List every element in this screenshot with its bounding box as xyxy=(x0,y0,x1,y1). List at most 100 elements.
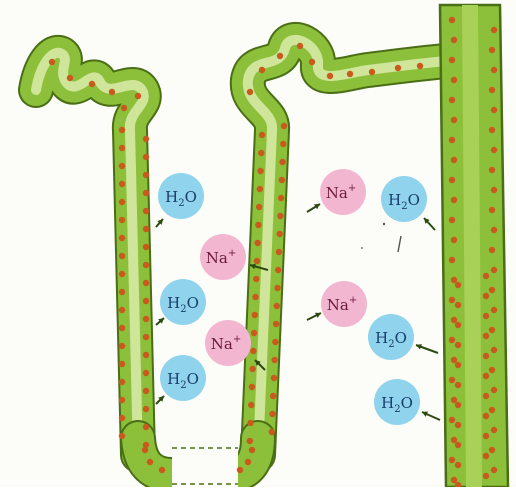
cell-nucleus-dot xyxy=(451,397,457,403)
cell-nucleus-dot xyxy=(369,69,375,75)
cell-nucleus-dot xyxy=(483,453,489,459)
cell-nucleus-dot xyxy=(143,226,149,232)
water-molecule: H2O xyxy=(160,279,206,325)
cell-nucleus-dot xyxy=(143,334,149,340)
cell-nucleus-dot xyxy=(451,77,457,83)
cell-nucleus-dot xyxy=(119,217,125,223)
cell-nucleus-dot xyxy=(119,361,125,367)
cell-nucleus-dot xyxy=(143,298,149,304)
cell-nucleus-dot xyxy=(451,157,457,163)
cell-nucleus-dot xyxy=(259,67,265,73)
cell-nucleus-dot xyxy=(449,97,455,103)
cell-nucleus-dot xyxy=(491,27,497,33)
cell-nucleus-dot xyxy=(143,388,149,394)
water-molecule: H2O xyxy=(160,355,206,401)
cell-nucleus-dot xyxy=(491,387,497,393)
cell-nucleus-dot xyxy=(159,467,165,473)
cell-nucleus-dot xyxy=(489,127,495,133)
cell-nucleus-dot xyxy=(247,420,253,426)
cell-nucleus-dot xyxy=(254,240,260,246)
cell-nucleus-dot xyxy=(491,147,497,153)
cell-nucleus-dot xyxy=(279,159,285,165)
cell-nucleus-dot xyxy=(147,459,153,465)
cell-nucleus-dot xyxy=(455,342,461,348)
cell-nucleus-dot xyxy=(143,262,149,268)
cell-nucleus-dot xyxy=(272,339,278,345)
cell-nucleus-dot xyxy=(483,333,489,339)
cell-nucleus-dot xyxy=(119,433,125,439)
cell-nucleus-dot xyxy=(143,244,149,250)
cell-nucleus-dot xyxy=(281,123,287,129)
cell-nucleus-dot xyxy=(271,357,277,363)
cell-nucleus-dot xyxy=(119,199,125,205)
cell-nucleus-dot xyxy=(449,417,455,423)
cell-nucleus-dot xyxy=(455,322,461,328)
cell-nucleus-dot xyxy=(257,186,263,192)
cell-nucleus-dot xyxy=(451,117,457,123)
cell-nucleus-dot xyxy=(483,393,489,399)
cell-nucleus-dot xyxy=(449,377,455,383)
cell-nucleus-dot xyxy=(251,330,257,336)
cell-nucleus-dot xyxy=(67,75,73,81)
cell-nucleus-dot xyxy=(249,366,255,372)
cell-nucleus-dot xyxy=(451,437,457,443)
cell-nucleus-dot xyxy=(276,249,282,255)
cell-nucleus-dot xyxy=(143,190,149,196)
cell-nucleus-dot xyxy=(250,348,256,354)
cell-nucleus-dot xyxy=(449,297,455,303)
cell-nucleus-dot xyxy=(275,267,281,273)
cell-nucleus-dot xyxy=(256,204,262,210)
cell-nucleus-dot xyxy=(119,145,125,151)
cell-nucleus-dot xyxy=(489,407,495,413)
cell-nucleus-dot xyxy=(274,303,280,309)
cell-nucleus-dot xyxy=(309,59,315,65)
cell-nucleus-dot xyxy=(491,227,497,233)
cell-nucleus-dot xyxy=(451,197,457,203)
cell-nucleus-dot xyxy=(417,63,423,69)
cell-nucleus-dot xyxy=(119,181,125,187)
cell-nucleus-dot xyxy=(252,312,258,318)
cell-nucleus-dot xyxy=(280,141,286,147)
cell-nucleus-dot xyxy=(247,438,253,444)
cell-nucleus-dot xyxy=(143,316,149,322)
cell-nucleus-dot xyxy=(489,207,495,213)
cell-nucleus-dot xyxy=(271,375,277,381)
cell-nucleus-dot xyxy=(279,177,285,183)
cell-nucleus-dot xyxy=(119,379,125,385)
cell-nucleus-dot xyxy=(449,57,455,63)
cell-nucleus-dot xyxy=(395,65,401,71)
cell-nucleus-dot xyxy=(274,285,280,291)
water-molecule: H2O xyxy=(381,176,427,222)
cell-nucleus-dot xyxy=(252,294,258,300)
cell-nucleus-dot xyxy=(249,384,255,390)
loop-cut-gap xyxy=(172,448,238,487)
water-molecule: H2O xyxy=(374,379,420,425)
sodium-ion: Na+ xyxy=(205,320,251,366)
cell-nucleus-dot xyxy=(489,87,495,93)
cell-nucleus-dot xyxy=(249,447,255,453)
cell-nucleus-dot xyxy=(483,413,489,419)
cell-nucleus-dot xyxy=(491,67,497,73)
cell-nucleus-dot xyxy=(247,89,253,95)
cell-nucleus-dot xyxy=(449,217,455,223)
cell-nucleus-dot xyxy=(489,367,495,373)
cell-nucleus-dot xyxy=(143,172,149,178)
cell-nucleus-dot xyxy=(449,257,455,263)
cell-nucleus-dot xyxy=(89,81,95,87)
cell-nucleus-dot xyxy=(237,467,243,473)
cell-nucleus-dot xyxy=(451,277,457,283)
cell-nucleus-dot xyxy=(483,373,489,379)
cell-nucleus-dot xyxy=(143,208,149,214)
cell-nucleus-dot xyxy=(455,462,461,468)
collecting-duct xyxy=(440,5,508,487)
sodium-ion: Na+ xyxy=(321,281,367,327)
cell-nucleus-dot xyxy=(451,357,457,363)
cell-nucleus-dot xyxy=(451,237,457,243)
cell-nucleus-dot xyxy=(273,321,279,327)
cell-nucleus-dot xyxy=(248,402,254,408)
cell-nucleus-dot xyxy=(455,302,461,308)
cell-nucleus-dot xyxy=(451,37,457,43)
cell-nucleus-dot xyxy=(455,362,461,368)
cell-nucleus-dot xyxy=(255,222,261,228)
